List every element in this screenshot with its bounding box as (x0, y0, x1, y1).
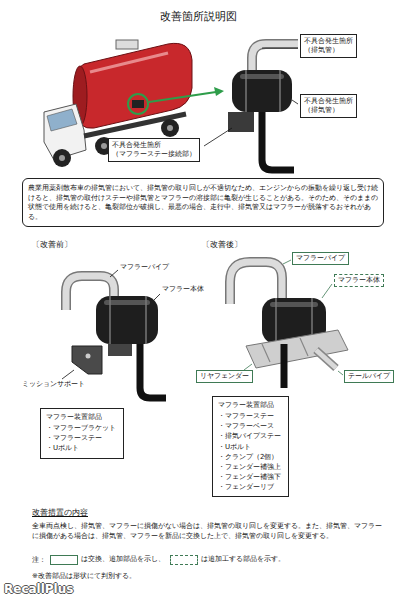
before-illustration (62, 270, 166, 398)
defect-callout: 不具合発生箇所 （排気管） (300, 94, 357, 118)
wheel-hub (167, 125, 173, 131)
list-item: ・フェンダーリブ (218, 482, 281, 492)
muffler-band (246, 70, 280, 112)
node-text: マフラー装置部品 (218, 400, 281, 410)
list-item: ・マフラーベース (218, 421, 281, 431)
bolt-hole (86, 354, 91, 359)
note-text: ※改善部品は形状にて判別する。 (32, 572, 136, 581)
tail-pipe (140, 344, 166, 398)
part-label: マフラーパイプ (120, 263, 169, 272)
node-text: マフラーパイプ (296, 254, 345, 263)
muffler-body (232, 70, 292, 112)
leader-line (283, 260, 291, 264)
legend-sample (170, 555, 198, 565)
diagram-title: 改善箇所説明図 (160, 10, 237, 24)
muffler-pipe-outline (230, 262, 282, 304)
leader-line (338, 371, 343, 375)
leader-line (262, 48, 298, 49)
leader-line (110, 270, 118, 277)
muffler-pipe (230, 262, 282, 304)
section-heading: 〔改善後〕 (202, 240, 242, 250)
node-text: 農業用薬剤散布車の排気管において、排気管の取り回しが不適切なため、エンジンからの… (28, 183, 378, 222)
leader-lines (204, 48, 298, 146)
zoom-arrow (149, 92, 216, 102)
list-item: ・マフラーステー (46, 433, 116, 443)
tail-pipe-inner (316, 350, 336, 368)
replaced-part-tag: マフラーパイプ (292, 252, 349, 265)
reworked-part-tag: マフラー本体 (334, 274, 384, 287)
after-illustration (230, 260, 348, 388)
focus-circle (128, 94, 148, 114)
muffler-highlight (104, 300, 150, 305)
muffler-detail (228, 44, 298, 170)
truck (44, 40, 224, 167)
exhaust-pipe (252, 44, 298, 74)
section-heading: 〔改善前〕 (32, 240, 72, 250)
muffler-band (110, 296, 146, 344)
section-heading: 改善措置の内容 (32, 508, 88, 518)
leader-line (204, 128, 232, 146)
wheel-hub (59, 155, 65, 161)
tank-equipment (116, 40, 138, 49)
list-item: ・排気パイプステー (218, 431, 281, 441)
rear-fender (246, 330, 348, 368)
exhaust-pipe-outline (252, 44, 298, 74)
leader-line (154, 294, 160, 300)
list-item: ・マフラーブラケット (46, 423, 116, 433)
muffler-bracket (108, 344, 132, 356)
muffler-small (132, 100, 144, 108)
description-box: 農業用薬剤散布車の排気管において、排気管の取り回しが不適切なため、エンジンからの… (22, 178, 384, 227)
windshield (47, 109, 77, 131)
legend-entry: は交換、追加部品を示し、 (50, 555, 165, 565)
muffler-stay (228, 112, 254, 132)
list-item: ・マフラーステー (218, 411, 281, 421)
node-text: 不具合発生箇所 （排気管） (304, 97, 353, 115)
parts-list: マフラー装置部品・マフラーブラケット・マフラーステー・Uボルト (40, 408, 124, 459)
defect-callout: 不具合発生箇所 （マフラーステー接続部） (108, 138, 200, 162)
list-item: ・フェンダー補強上 (218, 462, 281, 472)
legend-text: は追加工する部品を示す。 (201, 555, 285, 564)
list-item: ・Uボルト (46, 443, 116, 453)
node-text: マフラー本体 (338, 276, 380, 285)
legend: は交換、追加部品を示し、 は追加工する部品を示す。 (50, 555, 285, 565)
muffler-highlight (270, 302, 318, 307)
node-text: 不具合発生箇所 （排気管） (304, 37, 353, 55)
replaced-part-tag: リヤフェンダー (196, 370, 253, 383)
list-item: ・クランプ（2個） (218, 452, 281, 462)
muffler-body (96, 296, 158, 344)
defect-callout: 不具合発生箇所 （排気管） (300, 34, 357, 58)
legend-entry: は追加工する部品を示す。 (170, 555, 285, 565)
replaced-part-tag: テールパイプ (344, 370, 394, 383)
wheel (161, 119, 179, 137)
tail-pipe (262, 112, 294, 170)
down-pipe (281, 344, 288, 388)
tail-pipe (316, 350, 336, 368)
part-label: マフラー本体 (162, 285, 204, 294)
note-label: 注： (32, 556, 46, 565)
list-item: ・フェンダー補強下 (218, 472, 281, 482)
node-text: テールパイプ (348, 372, 390, 381)
node-text: マフラー装置部品 (46, 412, 116, 422)
parts-list: マフラー装置部品・マフラーステー・マフラーベース・排気パイプステー・Uボルト・ク… (212, 396, 289, 497)
zoom-arrowhead (214, 87, 224, 96)
leader-line (62, 370, 74, 379)
watermark: RecallPlus (4, 582, 73, 598)
legend-sample (50, 555, 78, 565)
chassis (84, 114, 186, 136)
leader-line (292, 100, 298, 104)
legend-text: は交換、追加部品を示し、 (81, 555, 165, 564)
wheel (53, 149, 71, 167)
node-text: リヤフェンダー (200, 372, 249, 381)
body-text: 全車両点検し、排気管、マフラーに損傷がない場合は、排気管の取り回しを変更する。ま… (32, 522, 384, 541)
node-text: 不具合発生箇所 （マフラーステー接続部） (112, 141, 196, 159)
leader-line (322, 284, 332, 298)
list-item: ・Uボルト (218, 442, 281, 452)
mission-support (72, 346, 102, 374)
wheel-hub (101, 143, 107, 149)
tank-highlight (90, 53, 168, 72)
part-label: ミッションサポート (22, 380, 85, 389)
